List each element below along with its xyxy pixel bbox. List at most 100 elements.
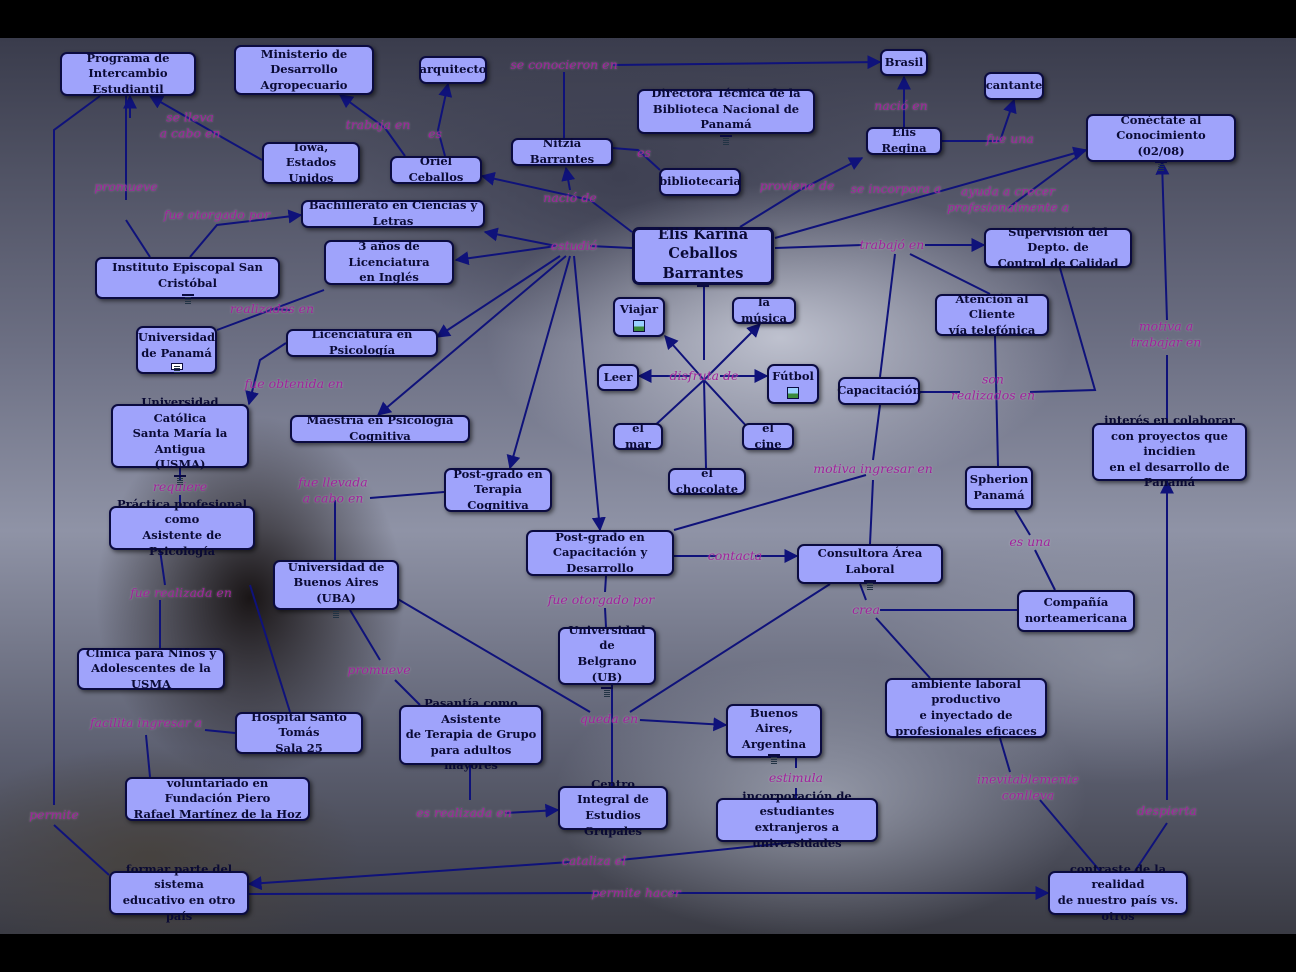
node-capacitacion[interactable]: Capacitación [837, 377, 921, 405]
node-chocolate[interactable]: el chocolate [668, 465, 746, 496]
connector-66 [629, 583, 831, 713]
document-icon[interactable] [720, 134, 732, 139]
document-icon[interactable] [1155, 161, 1167, 166]
node-elis[interactable]: Elis Karina Ceballos Barrantes [632, 226, 774, 288]
node-brasil[interactable]: Brasil [880, 49, 928, 76]
connector-58 [604, 575, 607, 593]
node-mar[interactable]: el mar [613, 421, 663, 451]
edge-label-se-incorpora: se incorpora a [850, 181, 942, 197]
node-label: Ministerio de Desarrollo Agropecuario [260, 46, 348, 92]
node-voluntariado[interactable]: voluntariado en Fundación Piero Rafael M… [125, 776, 310, 821]
node-cine[interactable]: el cine [742, 421, 794, 451]
node-label: Bachillerato en Ciencias y Letras [308, 198, 478, 228]
edge-label-requiere: requiere [152, 479, 208, 495]
node-formar[interactable]: formar parte del sistema educativo en ot… [109, 862, 249, 923]
node-hospital[interactable]: Hospital Santo Tomás Sala 25 [235, 709, 363, 755]
node-bsas[interactable]: Buenos Aires, Argentina [726, 704, 822, 759]
document-icon[interactable] [181, 293, 194, 298]
node-programa[interactable]: Programa de Intercambio Estudiantil [60, 51, 196, 96]
connector-40 [703, 323, 761, 381]
node-musica[interactable]: la música [732, 295, 796, 325]
node-oriel[interactable]: Oriel Ceballos [390, 154, 482, 184]
node-compania[interactable]: Compañía norteamericana [1017, 590, 1135, 632]
document-icon[interactable] [170, 363, 183, 370]
edge-label-es-1: es [428, 126, 442, 142]
node-uba[interactable]: Universidad de Buenos Aires (UBA) [273, 560, 399, 613]
node-instituto[interactable]: Instituto Episcopal San Cristóbal [95, 257, 280, 299]
node-ministerio[interactable]: Ministerio de Desarrollo Agropecuario [234, 45, 374, 95]
connector-24 [774, 244, 863, 249]
node-iowa[interactable]: Iowa, Estados Unidos [262, 140, 360, 185]
edge-label-disfruta: disfruta de [669, 368, 739, 384]
connector-45 [869, 479, 874, 545]
node-upanama[interactable]: Universidad de Panamá [136, 326, 217, 374]
node-usma[interactable]: Universidad Católica Santa María la Anti… [111, 395, 249, 479]
connector-70 [145, 734, 151, 778]
node-label: Supervisión del Depto. de Control de Cal… [997, 224, 1119, 270]
node-cantante[interactable]: cantante [984, 72, 1044, 100]
node-bibliotecaria[interactable]: bibliotecaria [659, 168, 741, 196]
node-practica[interactable]: Práctica profesional como Asistente de P… [109, 497, 255, 558]
node-label: Nitzia Barrantes [529, 136, 595, 166]
node-label: Práctica profesional como Asistente de P… [116, 496, 248, 558]
node-label: Oriel Ceballos [408, 154, 464, 184]
node-directora[interactable]: Directora Técnica de la Biblioteca Nacio… [637, 86, 815, 139]
node-futbol[interactable]: Fútbol [767, 364, 819, 404]
edge-label-fue-llevada: fue llevada a cabo en [298, 474, 368, 505]
node-ambiente[interactable]: ambiente laboral productivo e inyectado … [885, 677, 1047, 738]
node-clinica[interactable]: Clínica para Niños y Adolescentes de la … [77, 645, 225, 691]
node-pasantia[interactable]: Pasantía como Asistente de Terapia de Gr… [399, 696, 543, 772]
node-interes[interactable]: interés en colaborar con proyectos que i… [1092, 413, 1247, 489]
image-icon[interactable] [787, 386, 799, 399]
connector-81 [619, 841, 797, 861]
node-label: el chocolate [675, 465, 739, 496]
node-nitzia[interactable]: Nitzia Barrantes [511, 136, 613, 166]
edge-label-estimula: estimula [768, 770, 824, 786]
node-label: Brasil [884, 54, 924, 69]
node-incorporacion[interactable]: incorporación de estudiantes extranjeros… [716, 789, 878, 850]
edge-label-motiva-ingresar: motiva ingresar en [813, 461, 933, 477]
edge-label-promueve-1: promueve [94, 179, 158, 195]
node-maestria[interactable]: Maestría en Psicología Cognitiva [290, 413, 470, 443]
node-bachillerato[interactable]: Bachillerato en Ciencias y Letras [301, 198, 485, 228]
node-label: Atención al Cliente vía telefónica [948, 291, 1036, 337]
node-atencion[interactable]: Atención al Cliente vía telefónica [935, 291, 1049, 337]
node-leer[interactable]: Leer [597, 364, 639, 391]
connector-51 [1014, 509, 1031, 536]
node-label: Clínica para Niños y Adolescentes de la … [85, 645, 217, 691]
node-ub[interactable]: Universidad de Belgrano (UB) [558, 623, 656, 692]
node-elisregina[interactable]: Elis Regina [866, 125, 942, 155]
node-postterapia[interactable]: Post-grado en Terapia Cognitiva [444, 467, 552, 512]
edge-label-motiva-trabajar: motiva a trabajar en [1130, 318, 1202, 349]
node-tresanos[interactable]: 3 años de Licenciatura en Inglés [324, 239, 454, 285]
node-viajar[interactable]: Viajar [613, 297, 665, 337]
document-icon[interactable] [601, 687, 613, 692]
connector-22 [506, 255, 571, 470]
edge-label-fue-otorgado-1: fue otorgado por [163, 207, 271, 223]
node-consultora[interactable]: Consultora Área Laboral [797, 544, 943, 584]
node-label: Buenos Aires, Argentina [741, 705, 807, 751]
node-contraste[interactable]: contraste de la realidad de nuestro país… [1048, 862, 1188, 923]
node-label: Leer [603, 369, 633, 384]
image-icon[interactable] [697, 285, 709, 288]
document-icon[interactable] [174, 474, 186, 479]
document-icon[interactable] [768, 754, 780, 759]
connector-28 [1029, 267, 1097, 393]
document-icon[interactable] [330, 608, 342, 613]
node-label: Hospital Santo Tomás Sala 25 [251, 709, 347, 755]
node-centro[interactable]: Centro Integral de Estudios Grupales [558, 777, 668, 838]
connector-11 [189, 209, 303, 258]
node-arquitecto[interactable]: arquitecto [419, 56, 487, 84]
node-conectate[interactable]: Conéctate al Conocimiento (02/08) [1086, 113, 1236, 166]
image-icon[interactable] [633, 319, 645, 332]
node-licpsico[interactable]: Licenciatura en Psicología [286, 327, 438, 357]
edge-label-permite: permite [29, 807, 79, 823]
node-postcapa[interactable]: Post-grado en Capacitación y Desarrollo [526, 530, 674, 576]
connector-14 [739, 157, 864, 228]
node-label: Directora Técnica de la Biblioteca Nacio… [651, 86, 801, 132]
node-supervision[interactable]: Supervisión del Depto. de Control de Cal… [984, 225, 1132, 270]
document-icon[interactable] [864, 579, 876, 584]
edge-label-son-realizados: son realizados en [950, 371, 1036, 402]
node-spherion[interactable]: Spherion Panamá [965, 466, 1033, 510]
